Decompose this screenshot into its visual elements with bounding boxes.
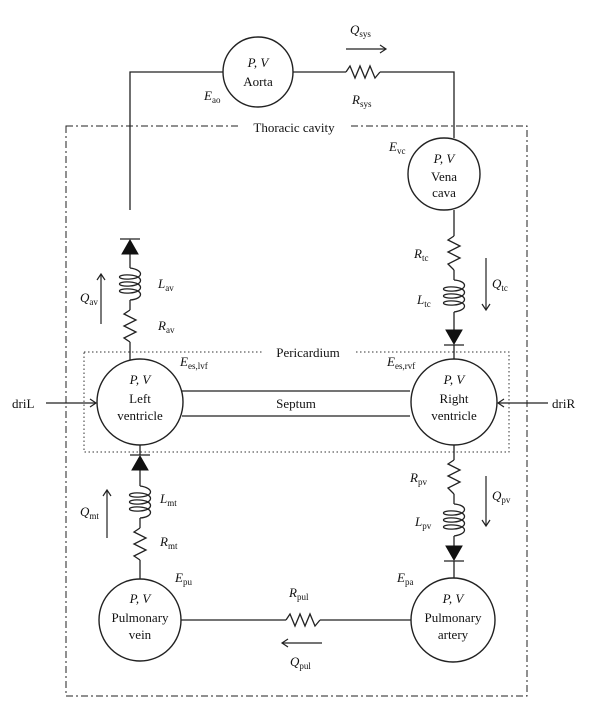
pericardium-label: Pericardium	[276, 345, 340, 360]
label-q-mt: Qmt	[80, 504, 99, 521]
node-pulmonary-vein: P, V Pulmonary vein	[98, 578, 182, 662]
thoracic-cavity-label: Thoracic cavity	[253, 120, 335, 135]
label-e-vc: Evc	[388, 139, 405, 156]
label-r-sys: Rsys	[351, 92, 372, 109]
resistor-mt	[132, 527, 148, 561]
wire-lv-to-aorta	[129, 71, 224, 210]
label-l-tc: Ltc	[416, 292, 431, 309]
flow-arrowhead-sys	[379, 44, 388, 54]
pulart-name1: Pulmonary	[424, 610, 482, 625]
label-e-lvf: Ees,lvf	[179, 354, 208, 371]
venacava-name2: cava	[432, 185, 456, 200]
pulvein-pv: P, V	[129, 591, 153, 606]
rv-name2: ventricle	[431, 408, 477, 423]
label-r-tc: Rtc	[413, 246, 428, 263]
label-q-tc: Qtc	[492, 276, 508, 293]
pulvein-name2: vein	[129, 627, 152, 642]
pericardium-label-mask	[262, 344, 354, 360]
septum-label: Septum	[276, 396, 316, 411]
lv-pv: P, V	[129, 372, 153, 387]
valve-aortic	[121, 238, 139, 255]
wire-rsys-to-venacava	[380, 71, 455, 138]
resistor-pv	[446, 459, 462, 495]
resistor-sys	[345, 64, 381, 80]
label-q-pv: Qpv	[492, 488, 511, 505]
flow-arrowhead-mt	[102, 488, 112, 497]
label-q-pul: Qpul	[290, 654, 311, 671]
resistor-pul	[285, 612, 321, 628]
valve-pulmonary	[445, 545, 463, 562]
aorta-pv: P, V	[247, 55, 271, 70]
valve-mitral	[131, 454, 149, 471]
node-left-ventricle: P, V Left ventricle	[96, 358, 184, 446]
label-r-pv: Rpv	[409, 470, 427, 487]
lv-name1: Left	[129, 391, 151, 406]
flow-arrowhead-tc	[481, 303, 491, 312]
flow-arrowhead-pv	[481, 519, 491, 528]
label-e-pu: Epu	[174, 570, 192, 587]
label-l-mt: Lmt	[159, 491, 177, 508]
inductor-pv	[442, 503, 466, 537]
rv-pv: P, V	[443, 372, 467, 387]
thoracic-label-mask	[238, 118, 350, 136]
driver-right-arrowhead	[496, 398, 505, 408]
inductor-tc	[442, 279, 466, 313]
valve-tricuspid	[445, 329, 463, 346]
resistor-tc	[446, 235, 462, 271]
driver-left-arrowhead	[89, 398, 98, 408]
node-right-ventricle: P, V Right ventricle	[410, 358, 498, 446]
inductor-mt	[128, 485, 152, 519]
lv-name2: ventricle	[117, 408, 163, 423]
flow-arrowhead-pul	[280, 638, 289, 648]
label-l-pv: Lpv	[414, 514, 432, 531]
venacava-pv: P, V	[433, 151, 457, 166]
label-r-av: Rav	[157, 318, 175, 335]
label-l-av: Lav	[157, 276, 174, 293]
pulvein-name1: Pulmonary	[111, 610, 169, 625]
label-r-pul: Rpul	[288, 585, 309, 602]
pulart-name2: artery	[438, 627, 469, 642]
label-q-av: Qav	[80, 290, 98, 307]
label-q-sys: Qsys	[350, 22, 371, 39]
node-vena-cava: P, V Vena cava	[407, 137, 481, 211]
driver-left-label: driL	[12, 396, 34, 411]
label-e-ao: Eao	[203, 88, 221, 105]
resistor-av	[122, 309, 138, 343]
label-r-mt: Rmt	[159, 534, 178, 551]
rv-name1: Right	[440, 391, 469, 406]
label-e-rvf: Ees,rvf	[386, 354, 415, 371]
node-aorta: P, V Aorta	[222, 36, 294, 108]
venacava-name1: Vena	[431, 169, 457, 184]
pulart-pv: P, V	[442, 591, 466, 606]
label-e-pa: Epa	[396, 570, 413, 587]
aorta-name: Aorta	[243, 74, 273, 89]
inductor-av	[118, 267, 142, 301]
flow-arrowhead-av	[96, 272, 106, 281]
node-pulmonary-artery: P, V Pulmonary artery	[410, 577, 496, 663]
driver-right-label: driR	[552, 396, 575, 411]
